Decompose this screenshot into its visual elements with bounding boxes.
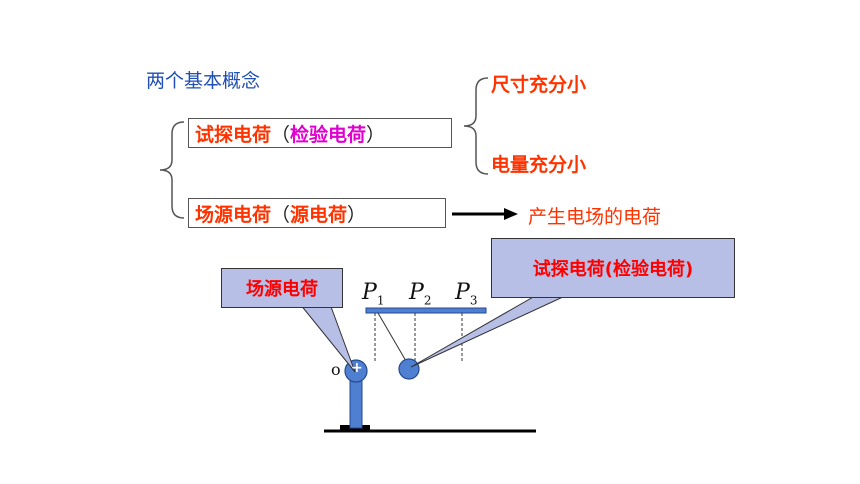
source-charge-alt-name: 源电荷 <box>290 203 348 226</box>
source-callout-pointer <box>298 303 356 373</box>
left-brace <box>159 121 185 219</box>
test-charge-paren-close: ） <box>366 123 386 146</box>
right-brace <box>463 77 489 175</box>
test-charge-alt-name: 检验电荷 <box>290 123 367 146</box>
condition-charge-small: 电量充分小 <box>491 154 587 176</box>
test-charge-callout: 试探电荷(检验电荷) <box>491 238 735 298</box>
test-callout-pointer <box>410 295 566 368</box>
point-label-p2: P2 <box>409 280 432 308</box>
source-charge-paren-close: ） <box>347 203 367 226</box>
source-charge-callout: 场源电荷 <box>221 268 343 308</box>
pendulum-thread <box>377 312 407 362</box>
source-charge-result: 产生电场的电荷 <box>528 206 662 228</box>
stand-pole <box>349 377 363 429</box>
test-charge-name: 试探电荷 <box>195 123 272 146</box>
source-charge-paren-open: （ <box>271 203 291 226</box>
test-charge-box: 试探电荷 （ 检验电荷 ） <box>188 118 452 148</box>
section-title: 两个基本概念 <box>146 70 261 92</box>
source-charge-name: 场源电荷 <box>195 203 272 226</box>
source-sign: + <box>351 360 363 376</box>
condition-size-small: 尺寸充分小 <box>491 74 587 96</box>
test-sphere <box>398 358 420 380</box>
arrow-right-icon <box>452 208 518 220</box>
source-charge-box: 场源电荷 （ 源电荷 ） <box>188 198 446 228</box>
support-bar <box>365 307 487 314</box>
point-label-p3: P3 <box>455 280 478 308</box>
point-label-p1: P1 <box>362 280 385 308</box>
origin-label: o <box>331 360 341 379</box>
test-charge-paren-open: （ <box>271 123 291 146</box>
